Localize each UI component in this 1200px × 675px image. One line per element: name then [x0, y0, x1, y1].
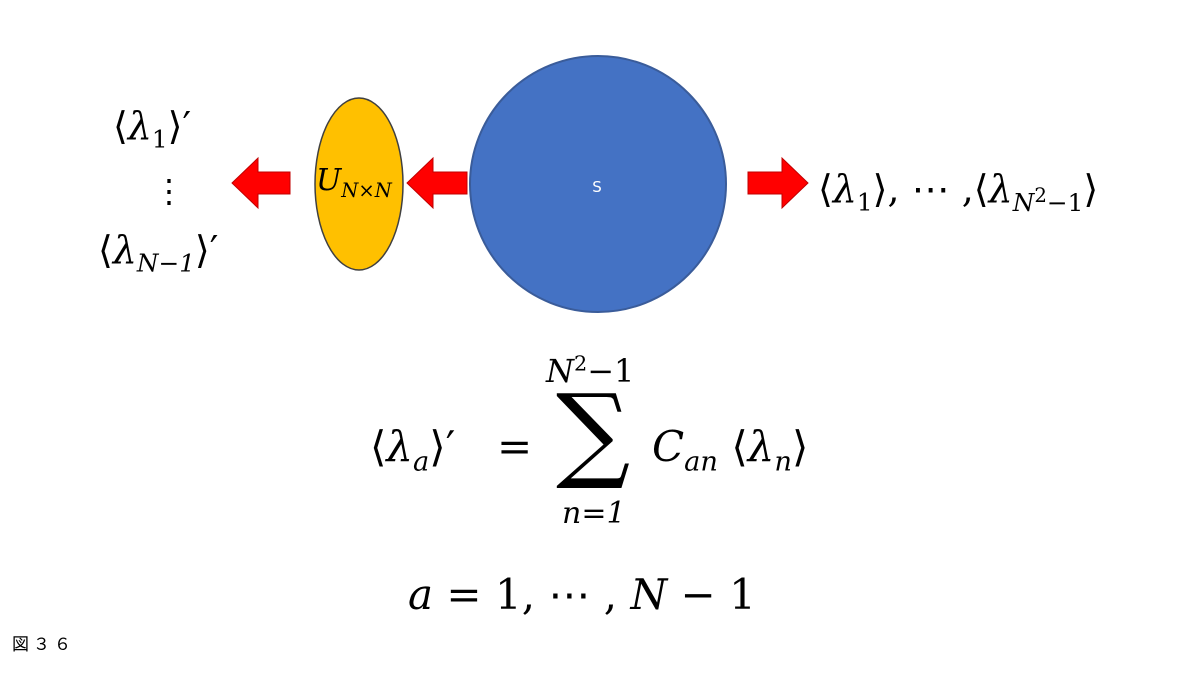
right-arrow [747, 156, 809, 210]
coef-subscript: an [684, 446, 718, 478]
lhs-symbol: λ [386, 422, 414, 471]
left-bottom-symbol: λ [112, 228, 137, 272]
range-rest-1: 1, ⋯ , [494, 570, 631, 619]
unitary-ellipse [314, 97, 404, 271]
right-first-symbol: λ [832, 167, 857, 211]
coef-base: C [652, 422, 685, 471]
rhs-subscript: n [774, 446, 792, 478]
range-rest-2: − 1 [667, 570, 756, 619]
sum-lower-limit: n=1 [562, 496, 626, 531]
left-top-prime: ′ [182, 104, 192, 148]
system-circle-label: S [592, 178, 602, 196]
left-top-subscript: 1 [151, 124, 168, 154]
right-last-sub-tail: −1 [1046, 187, 1084, 217]
sum-sign: ∑ [556, 371, 631, 493]
middle-arrow [406, 156, 468, 210]
left-bottom-subscript: N−1 [136, 248, 195, 278]
unitary-symbol: U [316, 163, 342, 198]
sum-upper-base: N [546, 352, 574, 390]
left-output-top: ⟨λ1⟩′ [113, 104, 192, 154]
figure-caption: 図３６ [12, 635, 75, 655]
left-bottom-prime: ′ [209, 228, 219, 272]
left-top-symbol: λ [127, 104, 152, 148]
left-arrow [231, 156, 291, 210]
main-equation-rhs: Can ⟨λn⟩ [652, 422, 809, 478]
right-output: ⟨λ1⟩, ⋯ ,⟨λN2−1⟩ [818, 167, 1099, 217]
sum-upper-limit: N2−1 [546, 352, 634, 390]
right-last-sub-sup: 2 [1034, 183, 1047, 207]
main-equation-equals: = [497, 422, 533, 471]
left-output-dots: ⋮ [153, 172, 185, 210]
lhs-subscript: a [413, 446, 430, 478]
sum-upper-sup: 2 [574, 351, 588, 376]
unitary-subscript: N×N [341, 179, 392, 202]
left-output-bottom: ⟨λN−1⟩′ [98, 228, 219, 278]
range-equation: a = 1, ⋯ , N − 1 [408, 570, 756, 619]
right-last-sub-base: N [1012, 187, 1035, 217]
right-last-symbol: λ [988, 167, 1013, 211]
rhs-symbol: λ [747, 422, 775, 471]
system-circle [469, 55, 727, 313]
range-var: a [408, 570, 434, 619]
right-separator: , ⋯ , [887, 167, 974, 211]
lhs-prime: ′ [445, 422, 456, 471]
sum-upper-tail: −1 [587, 352, 635, 390]
right-first-subscript: 1 [856, 187, 873, 217]
range-equals: = [446, 570, 482, 619]
main-equation-lhs: ⟨λa⟩′ [370, 422, 456, 478]
unitary-label: UN×N [316, 163, 392, 200]
range-rest-N: N [630, 570, 668, 619]
